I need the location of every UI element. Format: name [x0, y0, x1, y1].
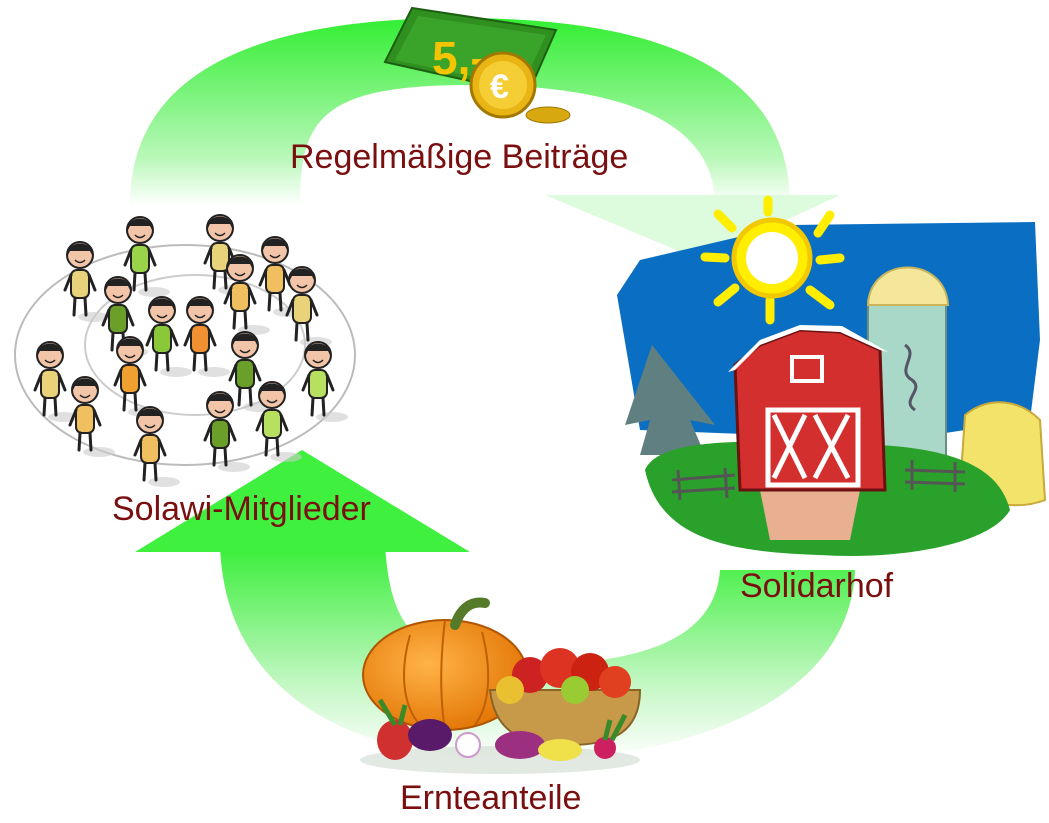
basket-icon [488, 648, 642, 747]
member-figure-icon [63, 241, 110, 322]
member-figure-icon [133, 406, 180, 487]
sun-icon [700, 195, 845, 325]
harvest-label: Ernteanteile [400, 779, 582, 817]
contribution-label: Regelmäßige Beiträge [290, 138, 629, 176]
member-figure-icon [203, 214, 250, 295]
members-label: Solawi-Mitglieder [112, 490, 371, 528]
member-figure-icon [203, 391, 250, 472]
member-figure-icon [183, 296, 230, 377]
fence-icon [671, 460, 966, 501]
member-figure-icon [145, 296, 192, 377]
member-figure-icon [228, 331, 275, 412]
member-figure-icon [68, 376, 115, 457]
member-figure-icon [223, 254, 270, 335]
farm-label: Solidarhof [740, 567, 894, 605]
member-figure-icon [33, 341, 80, 422]
pumpkin-icon [362, 597, 528, 731]
farm-illustration [617, 195, 1047, 556]
money-illustration: 5,- € [383, 6, 571, 124]
euro-symbol: € [490, 68, 509, 106]
member-figure-icon [255, 381, 302, 462]
vegetables-icon [377, 698, 628, 761]
tree-icon [625, 345, 715, 455]
member-figure-icon [301, 341, 348, 422]
barn-icon [728, 325, 888, 492]
member-figure-icon [285, 266, 332, 347]
members-illustration [14, 214, 356, 487]
harvest-illustration [360, 597, 642, 774]
member-figure-icon [123, 216, 170, 297]
